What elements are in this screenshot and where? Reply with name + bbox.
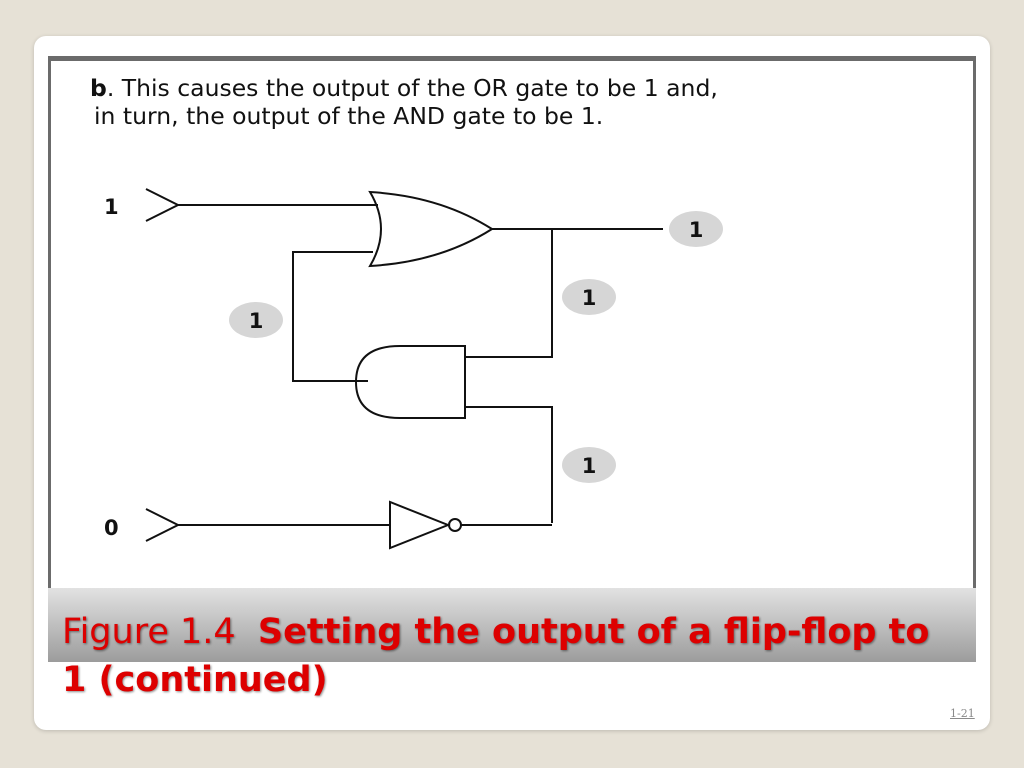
feedback-wire xyxy=(292,251,373,382)
figure-text-line-1: . This causes the output of the OR gate … xyxy=(106,74,718,102)
top-input-arrow xyxy=(145,188,181,222)
badge-not-output: 1 xyxy=(562,447,616,483)
input-bottom-label: 0 xyxy=(104,516,119,540)
top-rule xyxy=(48,56,976,61)
badge-feedback-label: 1 xyxy=(249,309,264,333)
flip-flop-circuit-diagram: 1 0 1 1 1 1 xyxy=(104,188,723,550)
figure-number: Figure 1.4 xyxy=(62,612,236,652)
and-gate xyxy=(354,345,466,419)
badge-and-input-label: 1 xyxy=(582,286,597,310)
page-number[interactable]: 1-21 xyxy=(950,707,975,720)
figure-title: Setting the output of a flip-flop to 1 (… xyxy=(62,612,930,700)
figure-part-letter: b xyxy=(90,74,107,102)
not-bubble xyxy=(448,518,462,532)
badge-or-output-label: 1 xyxy=(689,218,704,242)
figure-description: b. This causes the output of the OR gate… xyxy=(90,74,718,130)
left-rule xyxy=(48,61,51,601)
figure-panel: b. This causes the output of the OR gate… xyxy=(48,56,976,662)
badge-and-input: 1 xyxy=(562,279,616,315)
badge-or-output: 1 xyxy=(669,211,723,247)
bottom-input-arrow xyxy=(145,508,181,542)
badge-feedback: 1 xyxy=(229,302,283,338)
caption-band xyxy=(48,588,976,662)
not-gate xyxy=(389,500,451,550)
badge-not-output-label: 1 xyxy=(582,454,597,478)
figure-text-line-2: in turn, the output of the AND gate to b… xyxy=(94,102,604,130)
figure-caption: Figure 1.4 Setting the output of a flip-… xyxy=(62,608,962,704)
right-rule xyxy=(973,61,976,601)
and-output-wire xyxy=(465,406,553,523)
or-to-and-input-wire xyxy=(465,229,553,358)
input-top-label: 1 xyxy=(104,195,119,219)
or-gate xyxy=(368,190,494,268)
